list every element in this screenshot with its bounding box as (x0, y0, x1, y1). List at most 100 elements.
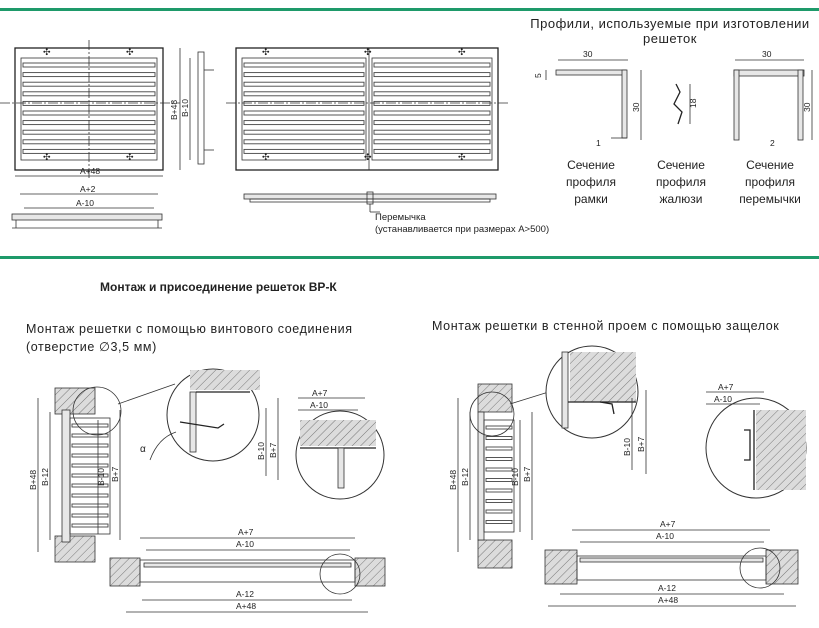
louver-slat (485, 436, 513, 440)
louver-slat (71, 503, 109, 508)
louver-slat (71, 483, 109, 488)
dim-30: 30 (583, 49, 593, 59)
clip-mount-side-view: B+48 B-12 B-10 B+7 (448, 383, 556, 569)
screw-mount-side-view: B+48 B-12 B-10 B+7 (28, 383, 176, 563)
screw-icon: ✣ (364, 47, 372, 57)
dim-a2: A+2 (80, 184, 96, 194)
clip-mount-title: Монтаж решетки в стенной проем с помощью… (432, 319, 780, 333)
clip-mount-detail: B-10 B+7 (545, 345, 647, 474)
dim-a7-clip-detail: A+7 (718, 382, 734, 392)
louver-slat (71, 423, 109, 428)
dim-a7: A+7 (238, 527, 254, 537)
louver-slat (71, 453, 109, 458)
screw-mount-corner-detail: A+7 A-10 B-10 B+7 (256, 388, 385, 500)
dim-a7-clip: A+7 (660, 519, 676, 529)
louver-slat (373, 110, 491, 116)
dim-a10-detail: A-10 (310, 400, 328, 410)
louver-slat (71, 523, 109, 528)
louver-slat (373, 129, 491, 135)
dim-b10-clip-detail: B-10 (622, 438, 632, 456)
louver-slat (485, 520, 513, 524)
single-grille-front-view: ✣ ✣ ✣ ✣ A+48 B+48 B-10 (0, 40, 214, 178)
louver-slat (71, 443, 109, 448)
dim-b10: B-10 (96, 468, 106, 486)
dim-2: 2 (770, 138, 775, 148)
dim-b7-clip-detail: B+7 (636, 436, 646, 452)
jumper-profile-section: 30 30 2 (733, 49, 813, 148)
louver-slat (373, 72, 491, 78)
louver-slat (71, 513, 109, 518)
louver-slat (485, 425, 513, 430)
dim-b12: B-12 (40, 468, 50, 486)
profiles-title: Профили, используемые при изготовлении р… (530, 16, 810, 46)
dim-18: 18 (688, 98, 698, 108)
louver-slat (485, 509, 513, 514)
dim-1: 1 (596, 138, 601, 148)
louver-slat (243, 110, 365, 116)
mounting-section-title: Монтаж и присоединение решеток ВР-К (100, 280, 337, 294)
screw-icon: ✣ (262, 152, 270, 162)
louver-slat (243, 91, 365, 97)
jumper-callout: Перемычка (устанавливается при размерах … (375, 212, 550, 235)
dim-a12-clip: A-12 (658, 583, 676, 593)
frame-profile-section: 30 30 5 1 (533, 49, 642, 148)
clip-mount-corner-detail: A+7 A-10 (705, 382, 807, 499)
dim-30-jumper: 30 (762, 49, 772, 59)
dim-b12-clip: B-12 (460, 468, 470, 486)
louver-slat (243, 139, 365, 145)
screw-mount-title: Монтаж решетки с помощью винтового соеди… (26, 322, 353, 354)
screw-icon: ✣ (262, 47, 270, 57)
middle-divider (0, 256, 819, 259)
screw-icon: ✣ (126, 47, 134, 57)
dim-b7-detail: B+7 (268, 442, 278, 458)
louver-profile-section: 18 (673, 83, 698, 125)
screw-icon: ✣ (126, 152, 134, 162)
louver-slat (71, 473, 109, 478)
louver-slat (373, 81, 491, 87)
dim-b10-clip: B-10 (510, 468, 520, 486)
screw-icon: ✣ (458, 152, 466, 162)
dim-a48: A+48 (80, 166, 100, 176)
double-grille-front-view: ✣ ✣ ✣ ✣ ✣ ✣ (226, 47, 508, 171)
dim-a10-clip: A-10 (656, 531, 674, 541)
louver-slat (243, 62, 365, 68)
dim-a12: A-12 (236, 589, 254, 599)
double-grille-section (243, 191, 497, 213)
clip-mount-bottom-view: A+7 A-10 A-12 A+48 (544, 519, 799, 607)
dim-a10: A-10 (236, 539, 254, 549)
dim-b48-clip: B+48 (448, 470, 458, 490)
louver-slat (71, 463, 109, 468)
dim-b7: B+7 (110, 466, 120, 482)
dim-b7-clip: B+7 (522, 466, 532, 482)
louver-slat (485, 499, 513, 503)
louver-slat (373, 91, 491, 97)
dim-a48: A+48 (236, 601, 256, 611)
louver-slat (243, 129, 365, 135)
louver-slat (243, 81, 365, 87)
dim-5: 5 (533, 73, 543, 78)
dim-b10: B-10 (180, 99, 190, 117)
dim-b10-detail: B-10 (256, 442, 266, 460)
louver-slat (243, 148, 365, 154)
louver-slat (485, 446, 513, 451)
screw-icon: ✣ (364, 152, 372, 162)
alpha-angle: α (140, 444, 146, 455)
dim-30-vertical: 30 (631, 102, 641, 112)
louver-slat (373, 148, 491, 154)
louver-slat (71, 493, 109, 498)
dim-a48-clip: A+48 (658, 595, 678, 605)
louver-slat (243, 72, 365, 78)
single-grille-section: A+2 A-10 (11, 184, 163, 229)
louver-slat (373, 120, 491, 126)
louver-slat (373, 139, 491, 145)
screw-mount-detail: α (140, 368, 260, 462)
dim-b48: B+48 (169, 100, 179, 120)
dim-a7-detail: A+7 (312, 388, 328, 398)
louver-slat (373, 62, 491, 68)
screw-icon: ✣ (43, 47, 51, 57)
